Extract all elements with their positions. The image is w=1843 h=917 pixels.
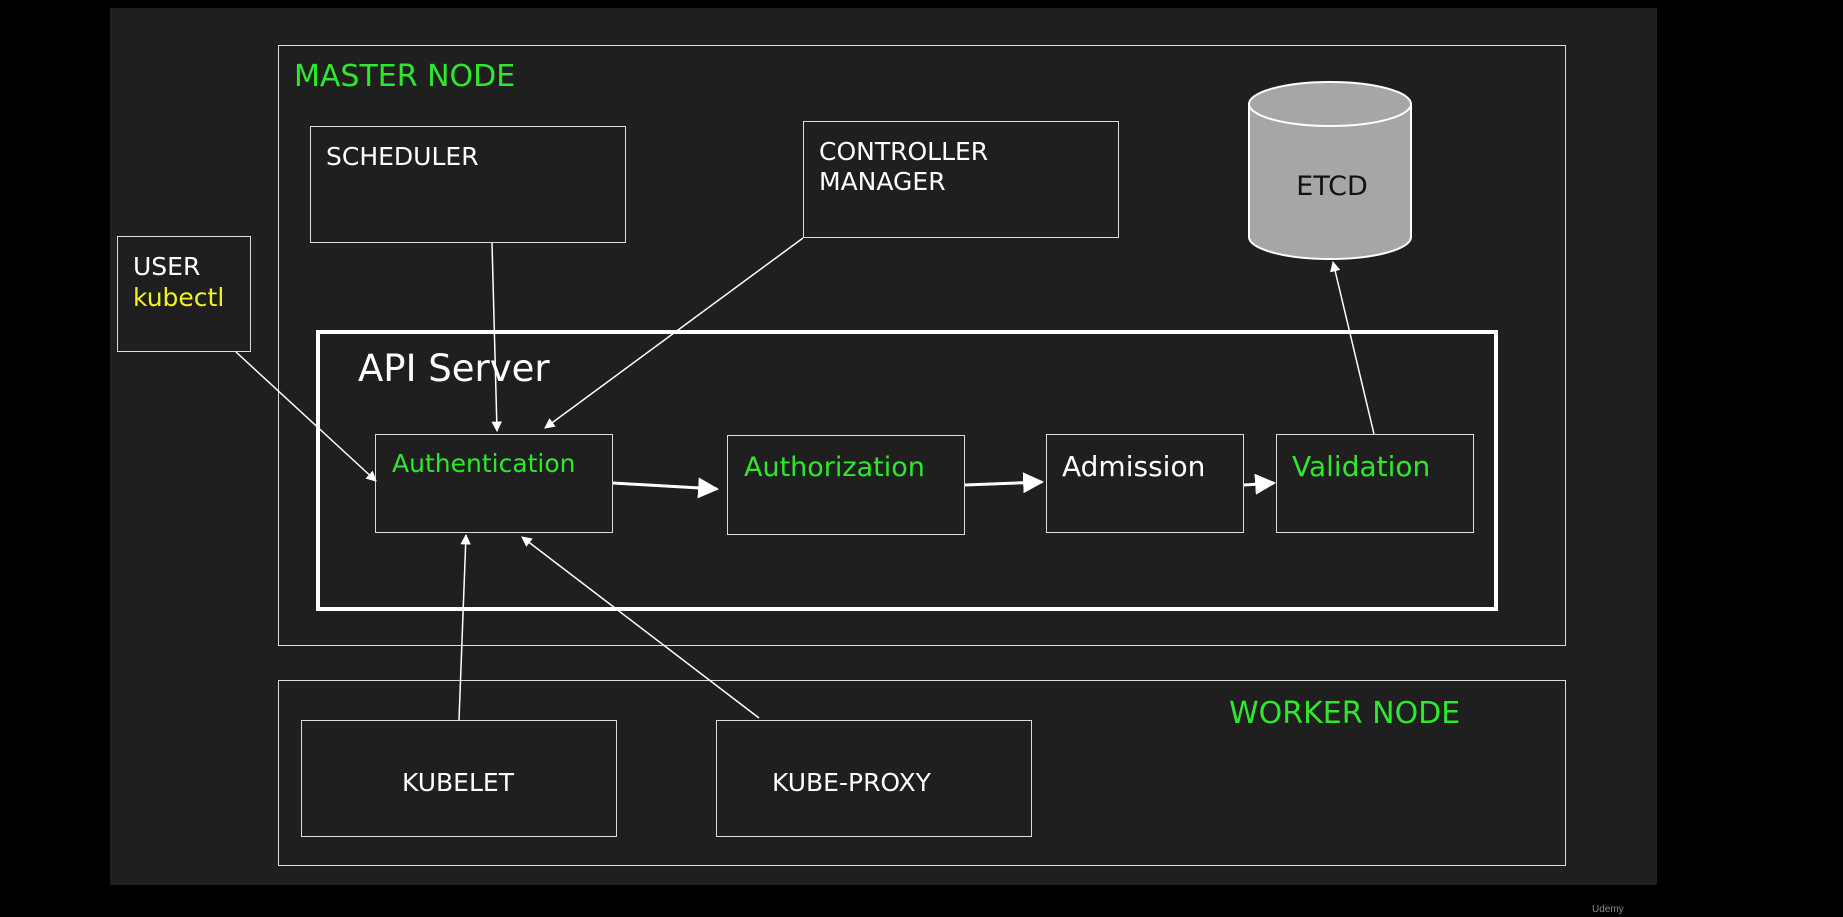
kube-proxy-label: KUBE-PROXY: [772, 768, 931, 797]
api-server-label: API Server: [358, 347, 550, 390]
kube-proxy-box: [716, 720, 1032, 837]
authorization-label: Authorization: [744, 452, 925, 483]
validation-box: [1276, 434, 1474, 533]
kubelet-label: KUBELET: [402, 768, 514, 797]
master-node-label: MASTER NODE: [294, 59, 516, 94]
master-node-container: [278, 45, 1566, 646]
validation-label: Validation: [1292, 450, 1431, 483]
admission-box: [1046, 434, 1244, 533]
scheduler-box: [310, 126, 626, 243]
user-box: [117, 236, 251, 352]
admission-label: Admission: [1062, 450, 1206, 483]
kubectl-label: kubectl: [133, 283, 225, 312]
authentication-box: [375, 434, 613, 533]
udemy-logo: Udemy: [1592, 904, 1624, 915]
controller-manager-label-line2: MANAGER: [819, 167, 946, 196]
kubelet-box: [301, 720, 617, 837]
controller-manager-box: [803, 121, 1119, 238]
authentication-label: Authentication: [392, 449, 576, 478]
authorization-box: [727, 435, 965, 535]
worker-node-container: [278, 680, 1566, 866]
scheduler-label: SCHEDULER: [326, 142, 479, 171]
controller-manager-label-line1: CONTROLLER: [819, 137, 989, 166]
user-label: USER: [133, 252, 201, 281]
worker-node-label: WORKER NODE: [1229, 696, 1461, 731]
